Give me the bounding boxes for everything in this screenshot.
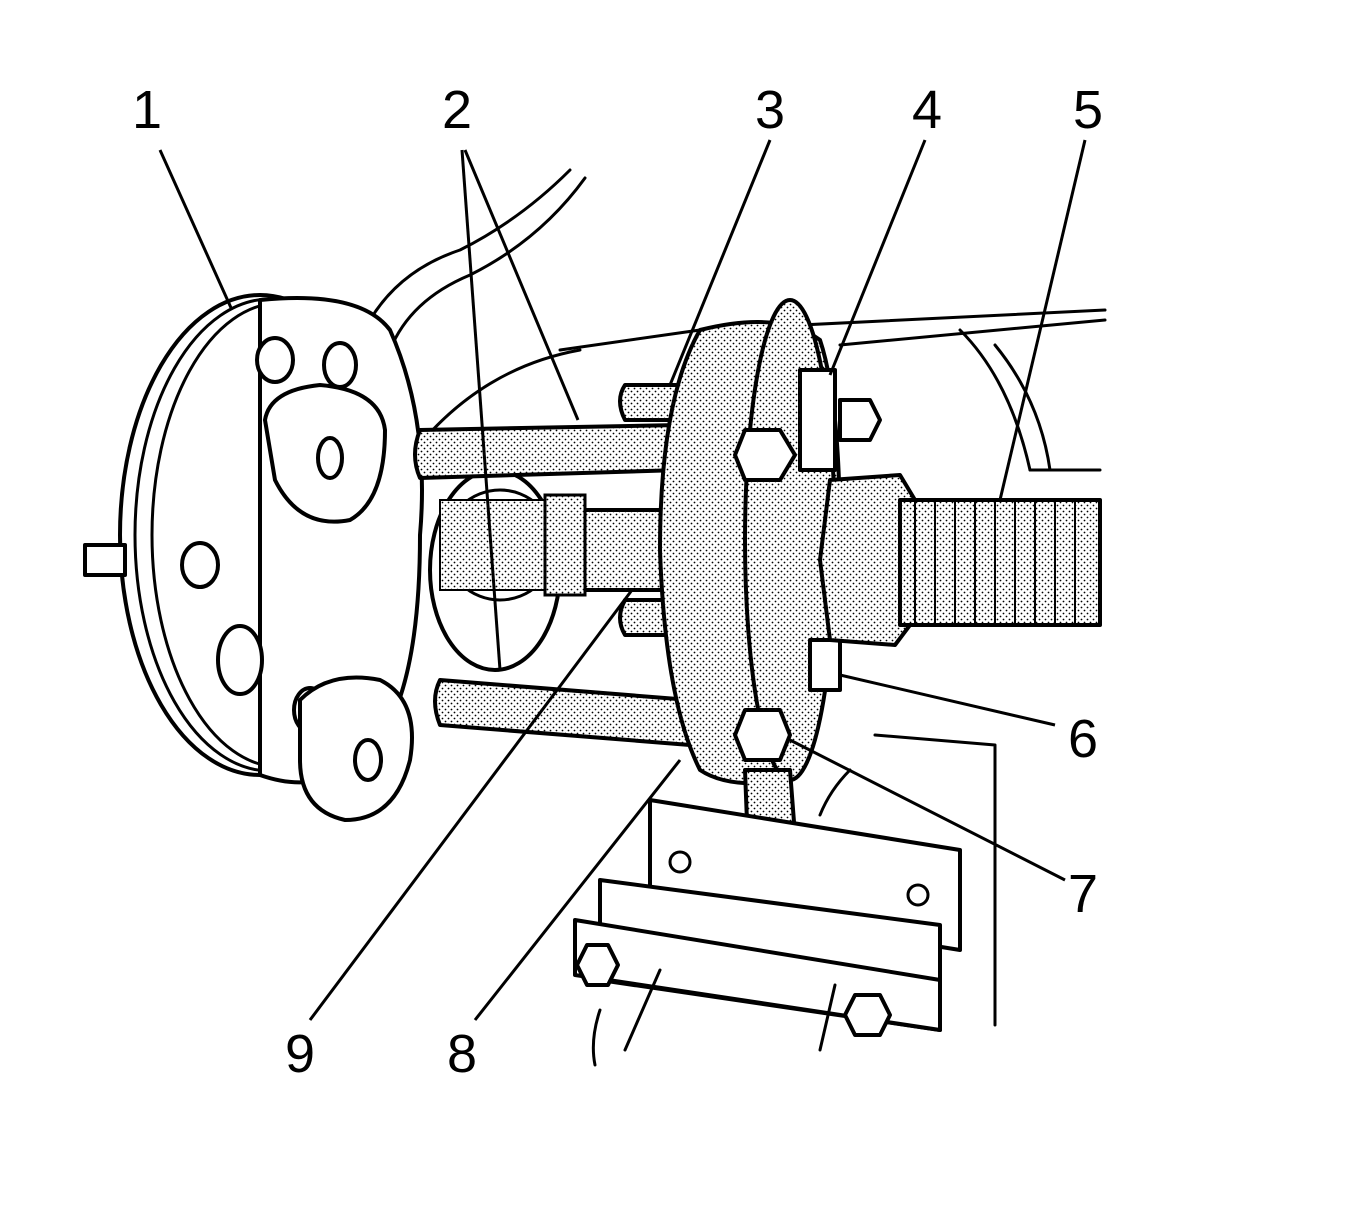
leader-2b: [463, 149, 580, 421]
callout-7: 7: [1068, 864, 1098, 924]
leader-5: [998, 139, 1087, 501]
leader-6: [839, 673, 1056, 727]
hub-spline: [439, 499, 551, 591]
callout-5: 5: [1073, 80, 1103, 140]
callout-1: 1: [132, 80, 162, 140]
leader-2a: [460, 149, 502, 671]
callout-4: 4: [912, 80, 942, 140]
leader-lines: [158, 139, 1087, 1021]
wheel-hub-flange: [83, 293, 562, 822]
callout-8: 8: [447, 1024, 477, 1084]
leader-3: [668, 139, 772, 386]
leader-8: [473, 759, 682, 1021]
leader-1: [158, 149, 234, 311]
callout-3: 3: [755, 80, 785, 140]
callout-2: 2: [442, 80, 472, 140]
callout-6: 6: [1068, 709, 1098, 769]
leader-4: [828, 139, 927, 376]
puller-legs: [413, 383, 692, 747]
vise-support: [573, 733, 997, 1067]
forcing-screw: [543, 493, 692, 597]
adapter-nut: [818, 473, 917, 647]
threaded-shaft: [898, 498, 1102, 627]
leader-7: [789, 738, 1066, 882]
callout-9: 9: [285, 1024, 315, 1084]
callout-labels: 1 2 3 4 5 6 7 8 9: [132, 80, 1103, 1084]
leader-9: [308, 589, 634, 1021]
plate-bolt-upper: [733, 368, 882, 482]
plate-bolt-lower: [733, 638, 842, 762]
